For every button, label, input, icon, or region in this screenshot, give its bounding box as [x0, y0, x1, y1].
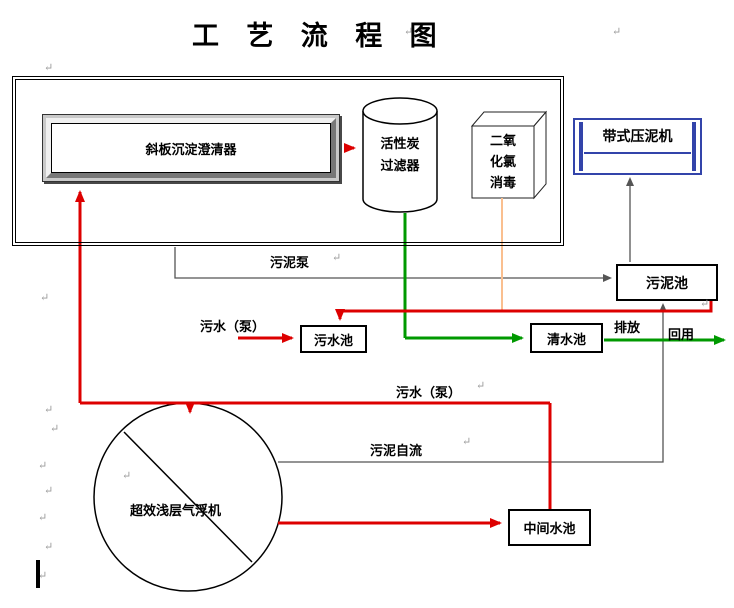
sewage-pump-label-left: 污水（泵） — [200, 320, 266, 335]
paragraph-mark: ↵ — [38, 569, 48, 582]
sludge-pool-to-sewage-pool-line — [335, 301, 713, 321]
process-area-frame[interactable] — [12, 76, 564, 246]
paragraph-mark: ↵ — [40, 291, 50, 304]
disinfection-label-line1: 二氧 — [489, 134, 516, 149]
clean-pool-label: 清水池 — [546, 332, 586, 348]
paragraph-mark: ↵ — [38, 511, 48, 524]
sewage-pool-label: 污水池 — [313, 333, 353, 349]
disinfection-label: 二氧 化氯 消毒 — [472, 131, 534, 194]
belt-press-divider — [584, 152, 691, 154]
sludge-pump-line — [174, 247, 612, 282]
flotation-diagonal-line — [123, 431, 253, 563]
sludge-gravity-label: 污泥自流 — [370, 444, 423, 459]
carbon-filter-label-line2: 过滤器 — [380, 159, 420, 174]
sludge-pool-box[interactable]: 污泥池 — [616, 264, 718, 301]
process-area-frame-inner — [15, 79, 561, 243]
paragraph-mark: ↵ — [44, 484, 54, 497]
carbon-filter-cylinder[interactable] — [362, 97, 438, 213]
paragraph-mark: ↵ — [44, 540, 54, 553]
page-title: 工 艺 流 程 图 — [192, 21, 446, 52]
paragraph-mark: ↵ — [50, 422, 60, 435]
carbon-filter-label: 活性炭 过滤器 — [363, 134, 437, 178]
paragraph-mark: ↵ — [44, 61, 54, 74]
clarifier-label: 斜板沉淀澄清器 — [51, 123, 331, 173]
clarifier-box[interactable]: 斜板沉淀澄清器 — [42, 114, 340, 182]
sewage-pool-box[interactable]: 污水池 — [300, 325, 367, 353]
flotation-circle[interactable] — [93, 402, 283, 592]
text-cursor-mark — [36, 560, 40, 588]
clean-pool-box[interactable]: 清水池 — [530, 323, 603, 353]
paragraph-mark: ↵ — [462, 435, 472, 448]
paragraph-mark: ↵ — [404, 25, 414, 38]
sludge-pool-label: 污泥池 — [646, 275, 688, 292]
paragraph-mark: ↵ — [476, 379, 486, 392]
carbon-filter-label-line1: 活性炭 — [380, 137, 420, 152]
reuse-label: 回用 — [668, 328, 695, 343]
sewage-pump-label-bottom: 污水（泵） — [396, 386, 462, 401]
belt-press-box[interactable]: 带式压泥机 — [573, 118, 702, 175]
disinfection-label-line2: 化氯 — [489, 155, 516, 170]
paragraph-mark: ↵ — [44, 403, 54, 416]
clarifier-bevel: 斜板沉淀澄清器 — [46, 118, 336, 178]
disinfection-cube[interactable] — [470, 110, 548, 200]
discharge-label: 排放 — [614, 321, 641, 336]
flotation-label: 超效浅层气浮机 — [130, 504, 222, 519]
belt-press-label: 带式压泥机 — [602, 129, 673, 145]
disinfection-label-line3: 消毒 — [489, 176, 516, 191]
paragraph-mark: ↵ — [332, 251, 342, 264]
belt-press-right-bar — [692, 122, 696, 171]
middle-pool-box[interactable]: 中间水池 — [508, 509, 591, 546]
paragraph-mark: ↵ — [700, 297, 710, 310]
sludge-pump-label: 污泥泵 — [270, 256, 310, 271]
sludge-gravity-line — [278, 303, 667, 463]
paragraph-mark: ↵ — [612, 25, 622, 38]
belt-press-left-bar — [579, 122, 583, 171]
paragraph-mark: ↵ — [38, 459, 48, 472]
middle-pool-label: 中间水池 — [523, 522, 576, 537]
paragraph-mark: ↵ — [122, 469, 132, 482]
